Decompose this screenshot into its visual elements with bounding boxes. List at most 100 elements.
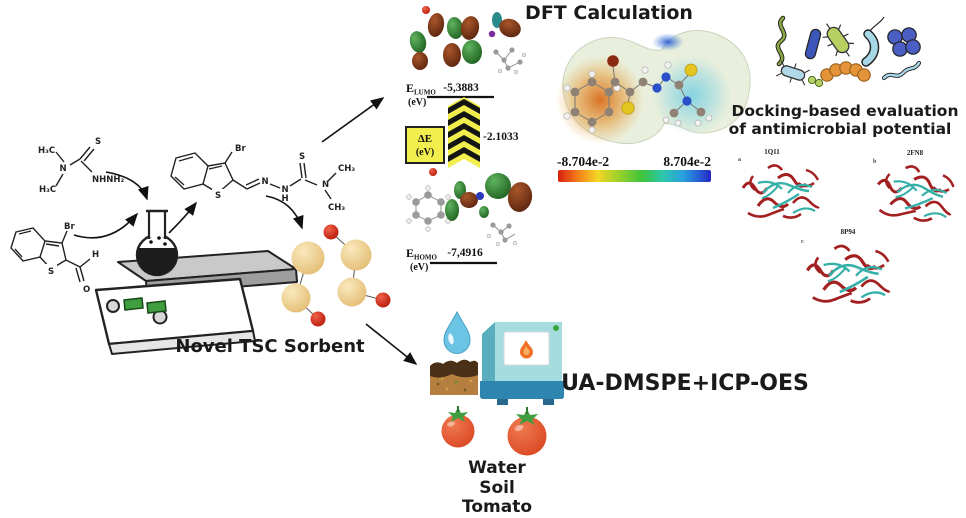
protein-pdb-label: 8P94 — [841, 228, 856, 236]
esp-colorbar: -8.704e-2 8.704e-2 — [557, 154, 711, 182]
esp-nitrogen-atom — [661, 72, 671, 82]
reagent-structure-thiosemicarbazide: H₃C H₃C N S NHNH₂ — [38, 137, 124, 195]
esp-nitrogen-atom — [652, 83, 662, 93]
tomato-icon — [441, 406, 475, 448]
tomato-icon — [507, 407, 547, 456]
bacteria-icons — [775, 15, 922, 88]
atom-label: S — [48, 267, 54, 277]
furnace-icon — [480, 322, 564, 405]
hotplate-display — [123, 297, 144, 311]
atom-label: S — [215, 191, 221, 201]
atom-label: H₃C — [39, 185, 56, 195]
atom-label: H₃C — [38, 146, 55, 156]
lumo-orbital-diagram — [409, 6, 527, 75]
hotplate-knob — [106, 299, 120, 313]
gap-label: ΔE — [418, 133, 432, 145]
energy-gap-box: ΔE (eV) — [405, 126, 445, 164]
furnace-button — [553, 325, 559, 331]
spirillum-blue-icon — [882, 61, 921, 80]
spirillum-green-icon — [776, 16, 786, 66]
atom-label: O — [83, 285, 90, 295]
furnace-foot — [497, 399, 508, 405]
furnace-foot — [543, 399, 554, 405]
svg-text:ELUMO: ELUMO — [406, 81, 436, 97]
vibrio-blue-icon — [862, 30, 878, 66]
sorbent-bead — [340, 239, 372, 271]
sorbent-red-atom — [375, 292, 391, 308]
arrow-flask-to-product — [168, 201, 197, 234]
docking-caption-line1: Docking-based evaluation — [732, 102, 959, 120]
arrow-aldehyde-to-flask — [73, 212, 139, 239]
esp-sulfur-atom — [621, 101, 635, 115]
homo-unit: (eV) — [410, 262, 428, 273]
reagent-structure-aldehyde: Br S H O — [10, 222, 99, 295]
protein-pdb-label: 2FN8 — [907, 149, 924, 157]
protein-tag: c — [801, 239, 804, 245]
esp-bromine-atom — [607, 55, 619, 67]
protein-tag: a — [738, 157, 741, 163]
esp-sulfur-atom — [684, 63, 698, 77]
reaction-flask — [135, 209, 179, 277]
water-drop-icon — [443, 310, 471, 354]
protein-structure-a: a 1Q11 — [738, 148, 821, 220]
sample-item-tomato: Tomato — [462, 497, 532, 517]
arrow-sorbent-to-samples — [365, 323, 418, 365]
atom-label: H — [281, 194, 288, 204]
sorbent-red-atom — [323, 224, 339, 240]
product-structure-tsc: Br S N N H S N CH₃ CH₃ — [170, 144, 355, 213]
sample-item-soil: Soil — [479, 478, 515, 498]
sorbent-bead — [291, 241, 325, 275]
gap-unit: (eV) — [416, 147, 434, 158]
homo-subscript: HOMO — [414, 254, 437, 262]
gap-value: -2.1033 — [483, 131, 519, 143]
sorbent-bead — [337, 277, 367, 307]
diplococcus-icon — [807, 75, 824, 88]
hotplate-display — [146, 300, 167, 314]
protein-structure-b: b 2FN8 — [872, 149, 958, 226]
atom-label: CH₃ — [328, 203, 345, 213]
esp-map — [556, 30, 751, 145]
staphylococcus-icon — [887, 27, 921, 57]
arrow-tsc-to-flask — [105, 171, 149, 201]
protein-structure-c: c 8P94 — [801, 228, 892, 304]
atom-label: S — [299, 152, 305, 162]
arrow-product-to-sorbent — [265, 195, 304, 230]
atom-label: N — [261, 177, 268, 187]
protein-pdb-label: 1Q11 — [764, 148, 780, 156]
atom-label: H — [92, 250, 99, 260]
homo-value: -7,4916 — [447, 247, 483, 259]
atom-label: Br — [64, 222, 75, 232]
esp-scale-min: -8.704e-2 — [557, 154, 609, 169]
homo-energy-level: EHOMO (eV) -7,4916 — [406, 246, 497, 273]
atom-label: N — [322, 180, 329, 190]
dft-title: DFT Calculation — [525, 2, 693, 24]
atom-label: N — [281, 185, 288, 195]
soil-icon — [430, 359, 478, 395]
bacillus-spiky-icon — [822, 23, 854, 57]
docking-caption-line2: of antimicrobial potential — [729, 120, 952, 138]
sorbent-label: Novel TSC Sorbent — [175, 336, 365, 357]
atom-label: N — [59, 164, 66, 174]
lumo-unit: (eV) — [408, 97, 426, 108]
method-label: UA-DMSPE+ICP-OES — [561, 371, 809, 396]
svg-text:EHOMO: EHOMO — [406, 246, 438, 262]
docking-caption: Docking-based evaluation of antimicrobia… — [729, 102, 959, 138]
homo-orbital-diagram — [406, 168, 533, 247]
lumo-value: -5,3883 — [443, 82, 479, 94]
lumo-energy-level: ELUMO (eV) -5,3883 — [406, 81, 494, 108]
esp-scale-max: 8.704e-2 — [663, 154, 711, 169]
protein-tag: b — [873, 159, 877, 165]
streptococcus-icon — [820, 61, 871, 82]
sorbent-spheres — [281, 224, 391, 327]
lumo-subscript: LUMO — [414, 89, 436, 97]
esp-nitrogen-atom — [682, 96, 692, 106]
lumo-symbol: E — [406, 81, 414, 95]
energy-gap-chevrons — [448, 97, 480, 168]
homo-symbol: E — [406, 246, 414, 260]
sorbent-bead — [281, 283, 311, 313]
sample-list: Water Soil Tomato — [462, 458, 532, 517]
atom-label: Br — [235, 144, 246, 154]
bacillus-blue-icon — [804, 28, 822, 60]
